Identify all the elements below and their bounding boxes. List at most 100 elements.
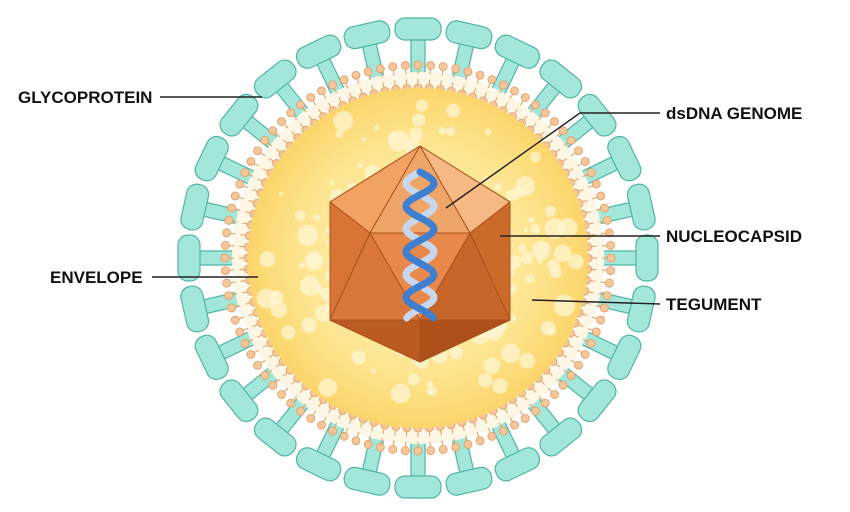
lipid-head: [388, 62, 398, 72]
lipid-head: [596, 191, 606, 201]
lipid-head: [604, 278, 614, 288]
tegument-particle: [306, 253, 321, 267]
dna-strand-dark: [402, 168, 438, 322]
tegument-particle: [329, 180, 335, 186]
tegument-particle: [318, 378, 338, 397]
lipid-head: [339, 431, 349, 441]
lipid-head: [260, 136, 270, 145]
tegument-particle: [301, 317, 317, 333]
tegument-particle: [387, 130, 410, 152]
lipid-head: [413, 446, 423, 456]
label-nucleocapsid: NUCLEOCAPSID: [666, 227, 802, 246]
lipid-head: [438, 62, 448, 72]
tegument-particle: [520, 251, 533, 265]
tegument-particle: [351, 350, 366, 365]
tegument-particle: [370, 368, 376, 374]
lipid-head: [558, 126, 568, 136]
tegument-particle: [270, 300, 288, 318]
tegument-particle: [446, 103, 461, 118]
tegument-particle: [483, 357, 501, 375]
lipid-head: [286, 398, 296, 408]
lipid-head: [224, 291, 234, 301]
tegument-particle: [530, 224, 541, 235]
tegument-particle: [313, 214, 321, 222]
lipid-head: [438, 444, 448, 454]
lipid-head: [221, 266, 230, 276]
lipid-head: [400, 446, 410, 455]
lipid-head: [296, 100, 305, 110]
lipid-head: [351, 436, 361, 446]
lipid-head: [606, 253, 616, 263]
lipid-head: [413, 60, 423, 70]
nucleocapsid-icosahedron: [329, 145, 511, 363]
tegument-particle: [259, 250, 276, 268]
tegument-particle: [357, 162, 363, 169]
lipid-head: [580, 350, 590, 359]
lipid-head: [498, 426, 508, 436]
tegument-particle: [478, 373, 493, 388]
lipid-head: [227, 303, 236, 313]
lipid-head: [224, 215, 234, 225]
tegument-particle: [529, 151, 541, 163]
lipid-head: [520, 93, 530, 102]
lipid-head: [487, 431, 497, 441]
tegument-particle: [568, 254, 584, 270]
tegument-particle: [547, 327, 557, 336]
lipid-head: [230, 191, 240, 201]
tegument-particle: [519, 352, 536, 369]
lipid-head: [463, 440, 473, 449]
lipid-head: [550, 390, 559, 399]
lipid-head: [253, 146, 262, 156]
tegument-particle: [415, 99, 428, 112]
tegument-particle: [361, 137, 366, 142]
tegument-particle: [493, 182, 503, 191]
lipid-head: [426, 61, 436, 70]
lipid-head: [475, 436, 485, 446]
lipid-head: [339, 75, 349, 85]
lipid-head: [566, 371, 576, 380]
label-envelope: ENVELOPE: [50, 268, 143, 287]
lipid-head: [574, 146, 583, 156]
lipid-head: [463, 67, 473, 76]
lipid-head: [363, 440, 373, 449]
lipid-head: [400, 61, 410, 70]
tegument-particle: [549, 266, 562, 279]
tegument-particle: [256, 288, 277, 309]
tegument-particle: [553, 244, 572, 263]
lipid-head: [566, 136, 576, 145]
lipid-head: [600, 203, 609, 213]
tegument-particle: [518, 244, 527, 253]
lipid-head: [487, 75, 497, 85]
lipid-head: [498, 80, 508, 90]
lipid-head: [531, 406, 540, 416]
tegument-particle: [544, 205, 556, 218]
lipid-head: [296, 406, 305, 416]
lipid-head: [246, 350, 256, 359]
tegument-particle: [281, 325, 296, 340]
lipid-head: [351, 70, 361, 80]
tegument-particle: [278, 191, 284, 196]
lipid-head: [363, 67, 373, 76]
tegument-particle: [446, 126, 456, 136]
tegument-particle: [407, 373, 420, 386]
lipid-head: [222, 228, 232, 238]
tegument-particle: [426, 381, 434, 389]
tegument-particle: [412, 113, 426, 127]
tegument-particle: [325, 239, 331, 245]
lipid-head: [451, 442, 461, 452]
lipid-head: [227, 203, 236, 213]
lipid-head: [235, 179, 245, 189]
lipid-head: [540, 398, 550, 408]
lipid-head: [451, 64, 461, 74]
tegument-particle: [408, 126, 423, 141]
label-glycoprotein: GLYCOPROTEIN: [18, 88, 152, 107]
glycoprotein-spike: [445, 20, 493, 90]
lipid-head: [602, 215, 612, 225]
lipid-head: [317, 420, 326, 430]
lipid-head: [317, 86, 326, 96]
tegument-particle: [553, 294, 576, 317]
lipid-head: [306, 93, 316, 102]
lipid-head: [328, 80, 338, 90]
tegument-particle: [525, 274, 535, 284]
